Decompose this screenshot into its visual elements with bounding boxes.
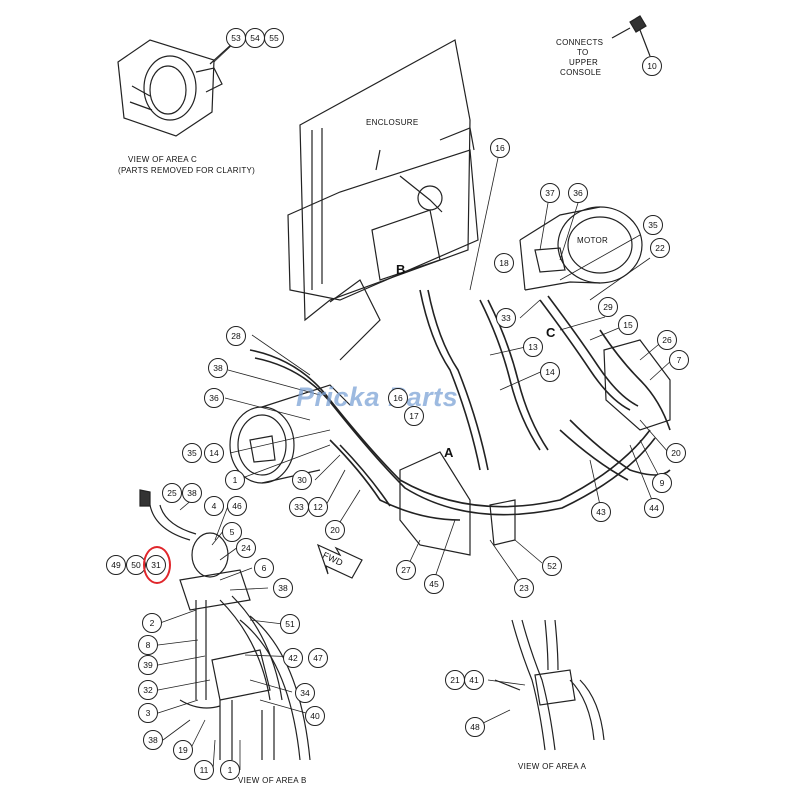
callout-12: 12: [308, 497, 328, 517]
callout-39: 39: [138, 655, 158, 675]
callout-6: 6: [254, 558, 274, 578]
callout-54: 54: [245, 28, 265, 48]
enclosure-label: ENCLOSURE: [366, 118, 419, 127]
callout-1: 1: [220, 760, 240, 780]
callout-33: 33: [289, 497, 309, 517]
callout-16: 16: [388, 388, 408, 408]
callout-52: 52: [542, 556, 562, 576]
watermark: Pricka Parts: [296, 382, 459, 412]
cover-boxes: [399, 339, 671, 556]
connects-console-label: CONSOLE: [560, 68, 602, 77]
callout-41: 41: [464, 670, 484, 690]
view-c-drawing: [117, 39, 233, 137]
view-c-title: VIEW OF AREA C: [128, 155, 198, 164]
view-b-drawing: [139, 489, 311, 761]
callout-16: 16: [490, 138, 510, 158]
view-c-subtitle: (PARTS REMOVED FOR CLARITY): [118, 166, 256, 175]
callout-17: 17: [404, 406, 424, 426]
callout-45: 45: [424, 574, 444, 594]
view-a-drawing: [494, 619, 605, 751]
callout-11: 11: [194, 760, 214, 780]
callout-2: 2: [142, 613, 162, 633]
callout-19: 19: [173, 740, 193, 760]
callout-35: 35: [182, 443, 202, 463]
callout-22: 22: [650, 238, 670, 258]
callout-28: 28: [226, 326, 246, 346]
callout-35: 35: [643, 215, 663, 235]
callout-10: 10: [642, 56, 662, 76]
callout-36: 36: [568, 183, 588, 203]
callout-9: 9: [652, 473, 672, 493]
area-c-marker: C: [546, 325, 556, 340]
connects-upper-label: UPPER: [569, 58, 599, 67]
callout-55: 55: [264, 28, 284, 48]
leader-lines: [157, 44, 673, 771]
callout-8: 8: [138, 635, 158, 655]
callout-36: 36: [204, 388, 224, 408]
motor-drawing: [519, 206, 643, 291]
callout-13: 13: [523, 337, 543, 357]
view-a-title: VIEW OF AREA A: [518, 762, 587, 771]
callout-53: 53: [226, 28, 246, 48]
callout-38: 38: [273, 578, 293, 598]
callout-47: 47: [308, 648, 328, 668]
callout-43: 43: [591, 502, 611, 522]
callout-49: 49: [106, 555, 126, 575]
callout-25: 25: [162, 483, 182, 503]
fwd-arrow: [316, 543, 363, 579]
highlight-ring: [143, 546, 171, 584]
area-b-marker: B: [396, 262, 406, 277]
callout-40: 40: [305, 706, 325, 726]
callout-20: 20: [325, 520, 345, 540]
callout-15: 15: [618, 315, 638, 335]
upper-console-connector: [611, 15, 651, 57]
callout-37: 37: [540, 183, 560, 203]
callout-30: 30: [292, 470, 312, 490]
left-drum: [229, 384, 351, 484]
enclosure-panel: [287, 39, 479, 361]
callout-44: 44: [644, 498, 664, 518]
callout-32: 32: [138, 680, 158, 700]
callout-46: 46: [227, 496, 247, 516]
callout-38: 38: [208, 358, 228, 378]
callout-29: 29: [598, 297, 618, 317]
callout-34: 34: [295, 683, 315, 703]
connects-to-label: TO: [577, 48, 589, 57]
callout-48: 48: [465, 717, 485, 737]
motor-label: MOTOR: [577, 236, 609, 245]
callout-14: 14: [540, 362, 560, 382]
callout-38: 38: [143, 730, 163, 750]
callout-42: 42: [283, 648, 303, 668]
callout-4: 4: [204, 496, 224, 516]
callout-5: 5: [222, 522, 242, 542]
callout-3: 3: [138, 703, 158, 723]
callout-7: 7: [669, 350, 689, 370]
callout-23: 23: [514, 578, 534, 598]
connects-label: CONNECTS: [556, 38, 604, 47]
callout-1: 1: [225, 470, 245, 490]
callout-18: 18: [494, 253, 514, 273]
area-a-marker: A: [444, 445, 454, 460]
callout-38: 38: [182, 483, 202, 503]
callout-24: 24: [236, 538, 256, 558]
callout-20: 20: [666, 443, 686, 463]
view-b-title: VIEW OF AREA B: [238, 776, 307, 785]
callout-26: 26: [657, 330, 677, 350]
callout-33: 33: [496, 308, 516, 328]
callout-51: 51: [280, 614, 300, 634]
callout-27: 27: [396, 560, 416, 580]
callout-21: 21: [445, 670, 465, 690]
callout-14: 14: [204, 443, 224, 463]
